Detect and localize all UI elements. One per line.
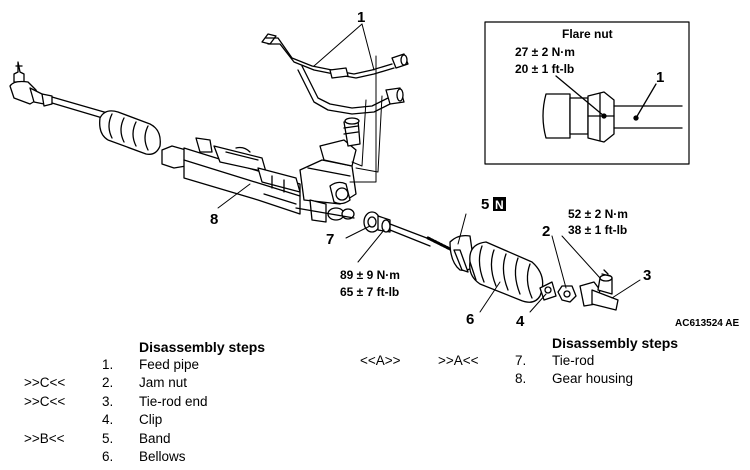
figure-id: AC613524 AE [675,318,739,329]
step-mark: >>C<< [24,375,66,391]
leader-lines [217,23,641,313]
jam-nut [557,285,577,303]
step-row: 8. Gear housing [360,370,740,388]
inset-title: Flare nut [562,27,613,41]
right-steps-title: Disassembly steps [552,335,679,351]
step-mark: >>A<< [438,353,479,368]
step-row: >>C<< 2. Jam nut [24,374,324,392]
step-text: Tie-rod [552,353,595,368]
left-bellows [99,110,161,155]
inset-torque-nm: 27 ± 2 N·m [515,45,575,59]
feed-pipe-upper [261,33,409,79]
step-text: Tie-rod end [139,393,208,409]
callout-4: 4 [516,313,525,330]
step-number: 6. [102,448,114,464]
step-number: 7. [515,353,527,368]
tie-rod-end-torque-nm: 52 ± 2 N·m [568,207,628,221]
step-text: Jam nut [139,375,188,391]
step-row: 6. Bellows [24,448,324,466]
pipe-routing-lines [349,55,383,183]
n-badge [493,197,506,211]
inset-callout-1: 1 [656,69,664,86]
right-tie-rod-end [579,269,619,311]
callout-3: 3 [643,267,651,284]
n-badge-letter: N [495,198,504,212]
tie-rod-torque-ftlb: 65 ± 7 ft-lb [340,285,399,299]
tie-rod [363,211,454,252]
callout-5: 5 [481,196,489,213]
tie-rod-torque-nm: 89 ± 9 N·m [340,268,400,282]
callout-8: 8 [210,211,218,228]
step-number: 3. [102,393,114,409]
left-steps-title: Disassembly steps [139,339,266,355]
step-text: Band [139,430,171,446]
gear-housing [161,137,301,215]
step-number: 8. [515,371,527,387]
step-row: 4. Clip [24,411,324,429]
step-row: <<A>> >>A<< 7. Tie-rod [360,352,740,370]
callout-2: 2 [542,223,550,240]
step-mark: >>C<< [24,393,66,409]
tie-rod-end-torque-ftlb: 38 ± 1 ft-lb [568,223,627,237]
valve-body [295,117,361,223]
step-number: 1. [102,357,114,372]
step-number: 4. [102,412,114,428]
step-row: >>B<< 5. Band [24,430,324,448]
band [449,234,475,273]
callout-7: 7 [326,231,334,248]
step-mark: <<A>> [360,353,401,368]
feed-pipe-lower [297,65,405,115]
step-mark: >>B<< [24,430,65,446]
step-text: Clip [139,412,163,428]
step-number: 2. [102,375,114,391]
step-row: 1. Feed pipe [24,356,324,374]
step-number: 5. [102,430,114,446]
step-text: Gear housing [552,371,634,387]
flare-nut-inset [484,21,690,165]
inset-torque-ftlb: 20 ± 1 ft-lb [515,62,574,76]
callout-6: 6 [466,311,474,328]
callout-1: 1 [357,9,365,26]
step-row: >>C<< 3. Tie-rod end [24,393,324,411]
step-text: Feed pipe [139,357,200,372]
left-tie-rod-end [9,61,53,107]
right-bellows [469,241,544,303]
steering-gear-exploded-diagram: 1 8 7 5 N 6 4 2 3 89 ± 9 N·m 65 ± 7 ft-l… [9,9,739,330]
step-text: Bellows [139,448,186,464]
